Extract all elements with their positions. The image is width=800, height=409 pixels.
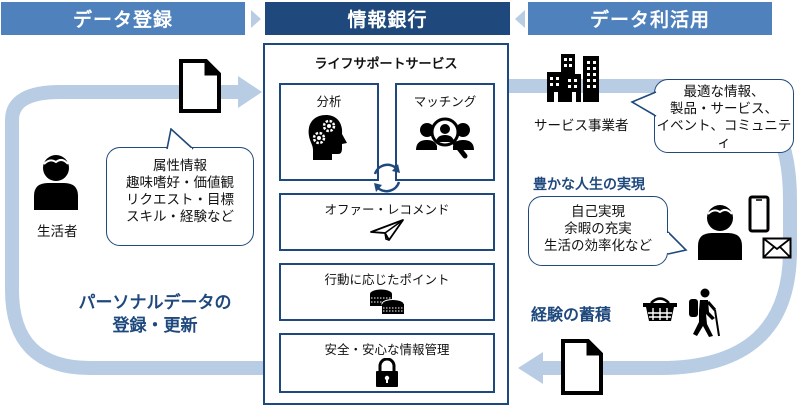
service-security: 安全・安心な情報管理 xyxy=(279,333,495,393)
left-flow-arrow xyxy=(5,85,263,375)
bubble-line: 製品・サービス、 xyxy=(670,101,778,117)
chevron-right-icon xyxy=(251,10,261,28)
person-icon xyxy=(34,155,78,210)
provider-offer-bubble: 最適な情報、 製品・サービス、 イベント、コミュニティ xyxy=(654,79,794,153)
hiker-icon xyxy=(689,288,720,337)
service-label: 分析 xyxy=(316,94,342,109)
service-label: マッチング xyxy=(413,94,477,109)
bubble-line: 余暇の充実 xyxy=(564,221,632,237)
bubble-line: スキル・経験など xyxy=(126,209,234,225)
flow-label-line: 登録・更新 xyxy=(112,316,198,336)
bubble-tail xyxy=(666,231,688,255)
info-bank-panel: ライフサポートサービス 分析 マッチング オファー・レコメンド xyxy=(263,43,509,405)
header-left-label: データ登録 xyxy=(72,9,173,31)
padlock-icon xyxy=(376,357,398,387)
bubble-line: リクエスト・目標 xyxy=(126,192,234,208)
bubble-tail xyxy=(166,128,194,150)
mail-envelope-icon xyxy=(762,237,792,259)
chevron-left-icon xyxy=(515,10,525,28)
bubble-line: イベント、コミュニティ xyxy=(656,118,792,151)
service-analysis: 分析 xyxy=(279,83,379,181)
service-label: 安全・安心な情報管理 xyxy=(324,342,450,357)
header-center-label: 情報銀行 xyxy=(347,9,428,31)
document-icon xyxy=(561,339,603,395)
personal-data-update-label: パーソナルデータの 登録・更新 xyxy=(60,292,250,338)
bubble-line: 生活の効率化など xyxy=(544,238,652,254)
head-gears-icon xyxy=(308,115,347,160)
bubble-tail xyxy=(630,91,658,117)
buildings-icon xyxy=(547,54,599,102)
paper-plane-icon xyxy=(370,219,404,241)
person-icon xyxy=(698,205,742,260)
people-search-icon xyxy=(416,117,474,159)
bubble-line: 趣味嗜好・価値観 xyxy=(126,175,234,191)
service-label: 行動に応じたポイント xyxy=(324,272,450,287)
service-points: 行動に応じたポイント xyxy=(279,263,495,321)
bubble-line: 最適な情報、 xyxy=(683,84,765,100)
header-data-utilization: データ利活用 xyxy=(528,2,772,35)
shopping-basket-icon xyxy=(643,297,677,321)
bubble-line: 自己実現 xyxy=(571,204,625,220)
flow-label-line: パーソナルデータの xyxy=(78,293,232,313)
service-provider-label: サービス事業者 xyxy=(534,118,629,134)
experience-accumulation-label: 経験の蓄積 xyxy=(531,305,612,324)
service-offer-recommend: オファー・レコメンド xyxy=(279,193,495,251)
refresh-cycle-icon xyxy=(373,163,401,193)
service-label: オファー・レコメンド xyxy=(324,202,450,217)
smartphone-icon xyxy=(748,195,770,233)
fulfilling-life-title: 豊かな人生の実現 xyxy=(533,177,645,193)
document-icon xyxy=(179,59,221,113)
header-info-bank: 情報銀行 xyxy=(265,2,510,35)
bubble-line: 属性情報 xyxy=(153,158,207,174)
life-support-title: ライフサポートサービス xyxy=(314,57,458,72)
life-benefits-bubble: 自己実現 余暇の充実 生活の効率化など xyxy=(528,196,668,266)
header-data-registration: データ登録 xyxy=(1,2,245,35)
right-flow-arrowhead xyxy=(518,352,543,384)
header-right-label: データ利活用 xyxy=(589,9,710,31)
consumer-label: 生活者 xyxy=(37,224,78,240)
coins-icon xyxy=(370,289,405,314)
consumer-data-bubble: 属性情報 趣味嗜好・価値観 リクエスト・目標 スキル・経験など xyxy=(106,147,254,246)
left-flow-arrowhead xyxy=(238,76,262,108)
service-matching: マッチング xyxy=(395,83,495,181)
